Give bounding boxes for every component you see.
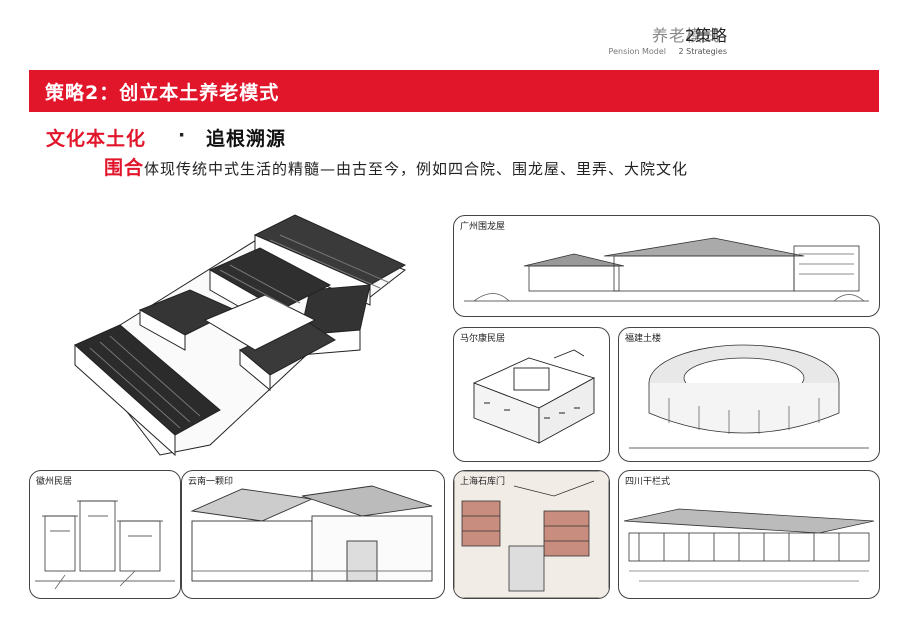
header-section-en: Pension Model bbox=[608, 47, 666, 56]
panel-label-sichuan: 四川干栏式 bbox=[625, 477, 671, 487]
panel-guangzhou: 广州围龙屋 bbox=[453, 215, 880, 317]
body-text: 围合体现传统中式生活的精髓—由古至今，例如四合院、围龙屋、里弄、大院文化 bbox=[104, 153, 688, 180]
panel-maerkang: 马尔康民居 bbox=[453, 327, 610, 462]
panel-label-maerkang: 马尔康民居 bbox=[460, 334, 506, 344]
page-title: 策略2：创立本土养老模式 bbox=[45, 82, 280, 104]
subtitle-roots: 追根溯源 bbox=[206, 128, 287, 150]
panel-huizhou: 徽州民居 bbox=[29, 470, 181, 599]
panel-label-shanghai: 上海石库门 bbox=[460, 477, 506, 487]
panel-shanghai: 上海石库门 bbox=[453, 470, 610, 599]
panel-fujian: 福建土楼 bbox=[618, 327, 880, 462]
subtitle-culture: 文化本土化 bbox=[46, 128, 147, 150]
body-description: 体现传统中式生活的精髓—由古至今，例如四合院、围龙屋、里弄、大院文化 bbox=[144, 160, 689, 178]
header-section-en-num: 2 Strategies bbox=[678, 47, 728, 56]
panel-label-fujian: 福建土楼 bbox=[625, 334, 662, 344]
panel-label-yunnan: 云南一颗印 bbox=[188, 477, 234, 487]
panel-sichuan: 四川干栏式 bbox=[618, 470, 880, 599]
subtitle-separator: · bbox=[178, 124, 186, 146]
panel-label-huizhou: 徽州民居 bbox=[36, 477, 73, 487]
panel-yunnan: 云南一颗印 bbox=[181, 470, 445, 599]
panel-label-guangzhou: 广州围龙屋 bbox=[460, 222, 506, 232]
courtyard-house-drawing bbox=[60, 210, 432, 465]
header-section-number: 2策略 bbox=[684, 26, 727, 45]
body-highlight: 围合 bbox=[104, 157, 145, 179]
title-banner: 策略2：创立本土养老模式 bbox=[29, 70, 879, 112]
header-section-title: 养老模式 bbox=[651, 26, 720, 45]
